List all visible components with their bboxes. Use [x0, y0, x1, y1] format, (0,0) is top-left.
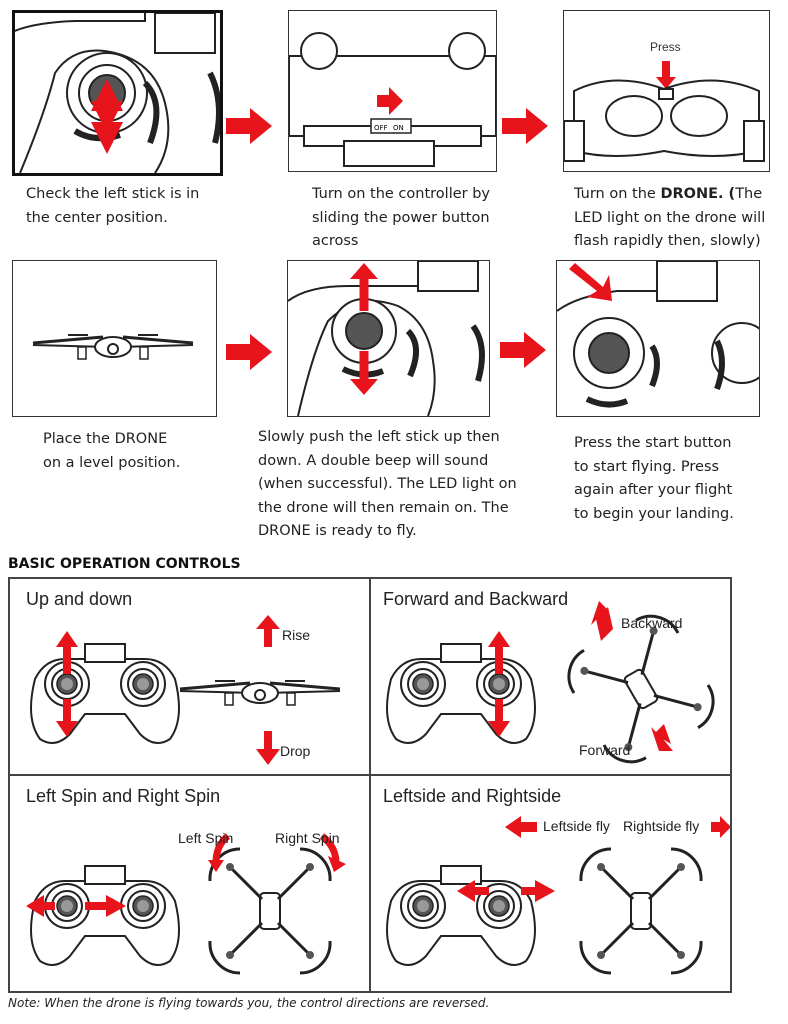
rightside-label: Rightside fly — [623, 818, 700, 834]
flow-arrow-1 — [226, 108, 272, 144]
caption-line: the drone will then remain on. The — [258, 499, 509, 516]
caption-text: Turn on the — [574, 186, 661, 202]
step2-image: OFF ON — [288, 10, 497, 172]
step4-image — [12, 260, 217, 417]
drop-label: Drop — [280, 743, 311, 759]
caption-line: down. A double beep will sound — [258, 452, 489, 469]
up-down-cell: Up and down Rise Drop — [9, 578, 370, 775]
controls-section-title: BASIC OPERATION CONTROLS — [8, 556, 241, 572]
flow-arrow-4 — [500, 332, 546, 368]
flow-arrow-3 — [226, 334, 272, 370]
off-label: OFF — [374, 124, 388, 132]
step6-image — [556, 260, 760, 417]
drone-power-button-illustration: Press — [564, 40, 765, 162]
forward-backward-illustration — [371, 601, 726, 774]
on-label: ON — [393, 124, 404, 132]
spin-cell: Left Spin and Right Spin Left Spin Right… — [9, 775, 370, 992]
backward-label: Backward — [621, 615, 683, 631]
controller-left-stick-illustration — [15, 13, 220, 173]
caption-line: Place the DRONE — [43, 431, 168, 447]
caption-line: Press the start button — [574, 435, 732, 451]
step6-caption: Press the start button to start flying. … — [574, 432, 784, 526]
controller-start-button-illustration — [557, 261, 759, 408]
step5-image — [287, 260, 490, 417]
step1-caption: Check the left stick is in the center po… — [26, 183, 226, 230]
caption-line: LED light on the drone will — [574, 209, 766, 226]
side-illustration — [371, 816, 730, 975]
step3-image: Press — [563, 10, 770, 172]
reversal-note: Note: When the drone is flying towards y… — [8, 996, 490, 1010]
controls-grid: Up and down Rise Drop Forward and Backwa… — [8, 577, 732, 993]
caption-line: sliding the power button — [312, 209, 490, 226]
left-spin-label: Left Spin — [178, 830, 234, 846]
rise-label: Rise — [282, 627, 311, 643]
side-cell: Leftside and Rightside Leftside fly Righ… — [370, 775, 731, 992]
caption-line: Check the left stick is in — [26, 186, 200, 202]
step2-caption: Turn on the controller by sliding the po… — [312, 183, 512, 254]
caption-line: the center position. — [26, 209, 168, 226]
caption-line: again after your flight — [574, 482, 733, 498]
caption-line: to begin your landing. — [574, 505, 734, 522]
forward-backward-title: Forward and Backward — [383, 589, 569, 609]
caption-text: The — [735, 186, 763, 202]
controller-power-switch-illustration: OFF ON — [289, 32, 496, 167]
caption-line: to start flying. Press — [574, 458, 720, 475]
press-label: Press — [650, 40, 681, 54]
caption-line: Turn on the DRONE. (The — [574, 183, 784, 207]
step3-caption: Turn on the DRONE. (The LED light on the… — [574, 183, 784, 254]
caption-line: Slowly push the left stick up then — [258, 429, 500, 445]
controller-stick-up-down-illustration — [288, 261, 485, 416]
caption-line: (when successful). The LED light on — [258, 476, 517, 492]
step1-image — [12, 10, 223, 176]
up-down-illustration — [10, 615, 342, 765]
caption-line: on a level position. — [43, 454, 181, 471]
up-down-title: Up and down — [26, 589, 133, 609]
leftside-label: Leftside fly — [543, 818, 610, 834]
spin-illustration — [26, 833, 346, 975]
spin-title: Left Spin and Right Spin — [26, 786, 221, 806]
drone-level-illustration — [31, 333, 195, 361]
caption-bold: DRONE. ( — [660, 186, 736, 202]
step5-caption: Slowly push the left stick up then down.… — [258, 426, 548, 544]
step4-caption: Place the DRONE on a level position. — [43, 428, 243, 475]
right-spin-label: Right Spin — [275, 830, 340, 846]
caption-line: flash rapidly then, slowly) — [574, 233, 761, 249]
side-title: Leftside and Rightside — [383, 786, 562, 806]
caption-line: DRONE is ready to fly. — [258, 523, 417, 539]
caption-line: Turn on the controller by — [312, 186, 490, 202]
forward-backward-cell: Forward and Backward Backward Forward — [370, 578, 731, 775]
caption-line: across — [312, 233, 359, 249]
flow-arrow-2 — [502, 108, 548, 144]
forward-label: Forward — [579, 742, 631, 758]
